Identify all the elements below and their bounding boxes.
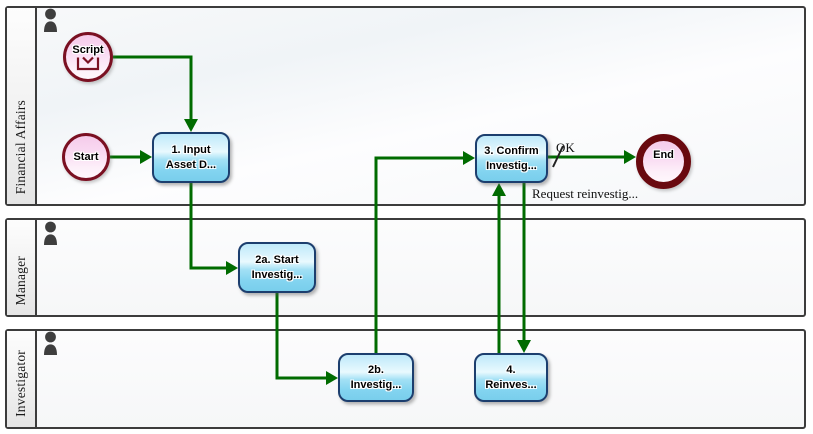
- flow-label-request-reinvestigation: Request reinvestig...: [532, 186, 639, 201]
- lane-label: Manager: [13, 255, 28, 305]
- task-label-line2: Reinves...: [485, 378, 537, 391]
- lane-label: Financial Affairs: [13, 99, 28, 194]
- task-reinvestigate[interactable]: 4. Reinves...: [474, 353, 548, 402]
- task-label-line2: Investig...: [251, 268, 303, 281]
- task-confirm-investigation[interactable]: 3. Confirm Investig...: [475, 134, 548, 183]
- start-event-script[interactable]: Script: [63, 32, 113, 82]
- start-event[interactable]: Start: [62, 133, 110, 181]
- lane-header-financial-affairs[interactable]: Financial Affairs: [7, 8, 37, 204]
- task-label-line1: 4.: [506, 363, 516, 376]
- task-label-line2: Asset D...: [165, 158, 217, 171]
- flow-label-ok: OK: [556, 140, 575, 155]
- task-investigate[interactable]: 2b. Investig...: [338, 353, 414, 402]
- message-envelope-icon: [76, 56, 100, 70]
- lane-label: Investigator: [13, 350, 28, 417]
- event-label: Script: [72, 43, 104, 56]
- task-label-line1: 2b.: [368, 363, 384, 376]
- task-input-asset-data[interactable]: 1. Input Asset D...: [152, 132, 230, 183]
- task-label-line2: Investig...: [486, 159, 537, 172]
- participant-icon: [42, 8, 59, 33]
- participant-icon: [42, 331, 59, 356]
- lane-header-manager[interactable]: Manager: [7, 220, 37, 315]
- task-start-investigation[interactable]: 2a. Start Investig...: [238, 242, 316, 293]
- end-event[interactable]: End: [636, 134, 691, 189]
- lane-header-investigator[interactable]: Investigator: [7, 331, 37, 427]
- task-label-line1: 2a. Start: [255, 253, 299, 266]
- event-label: Start: [73, 151, 99, 163]
- event-label: End: [653, 149, 674, 161]
- lane-manager[interactable]: Manager: [5, 218, 806, 317]
- task-label-line2: Investig...: [350, 378, 402, 391]
- participant-icon: [42, 221, 59, 246]
- task-label-line1: 1. Input: [171, 143, 211, 156]
- task-label-line1: 3. Confirm: [484, 144, 539, 157]
